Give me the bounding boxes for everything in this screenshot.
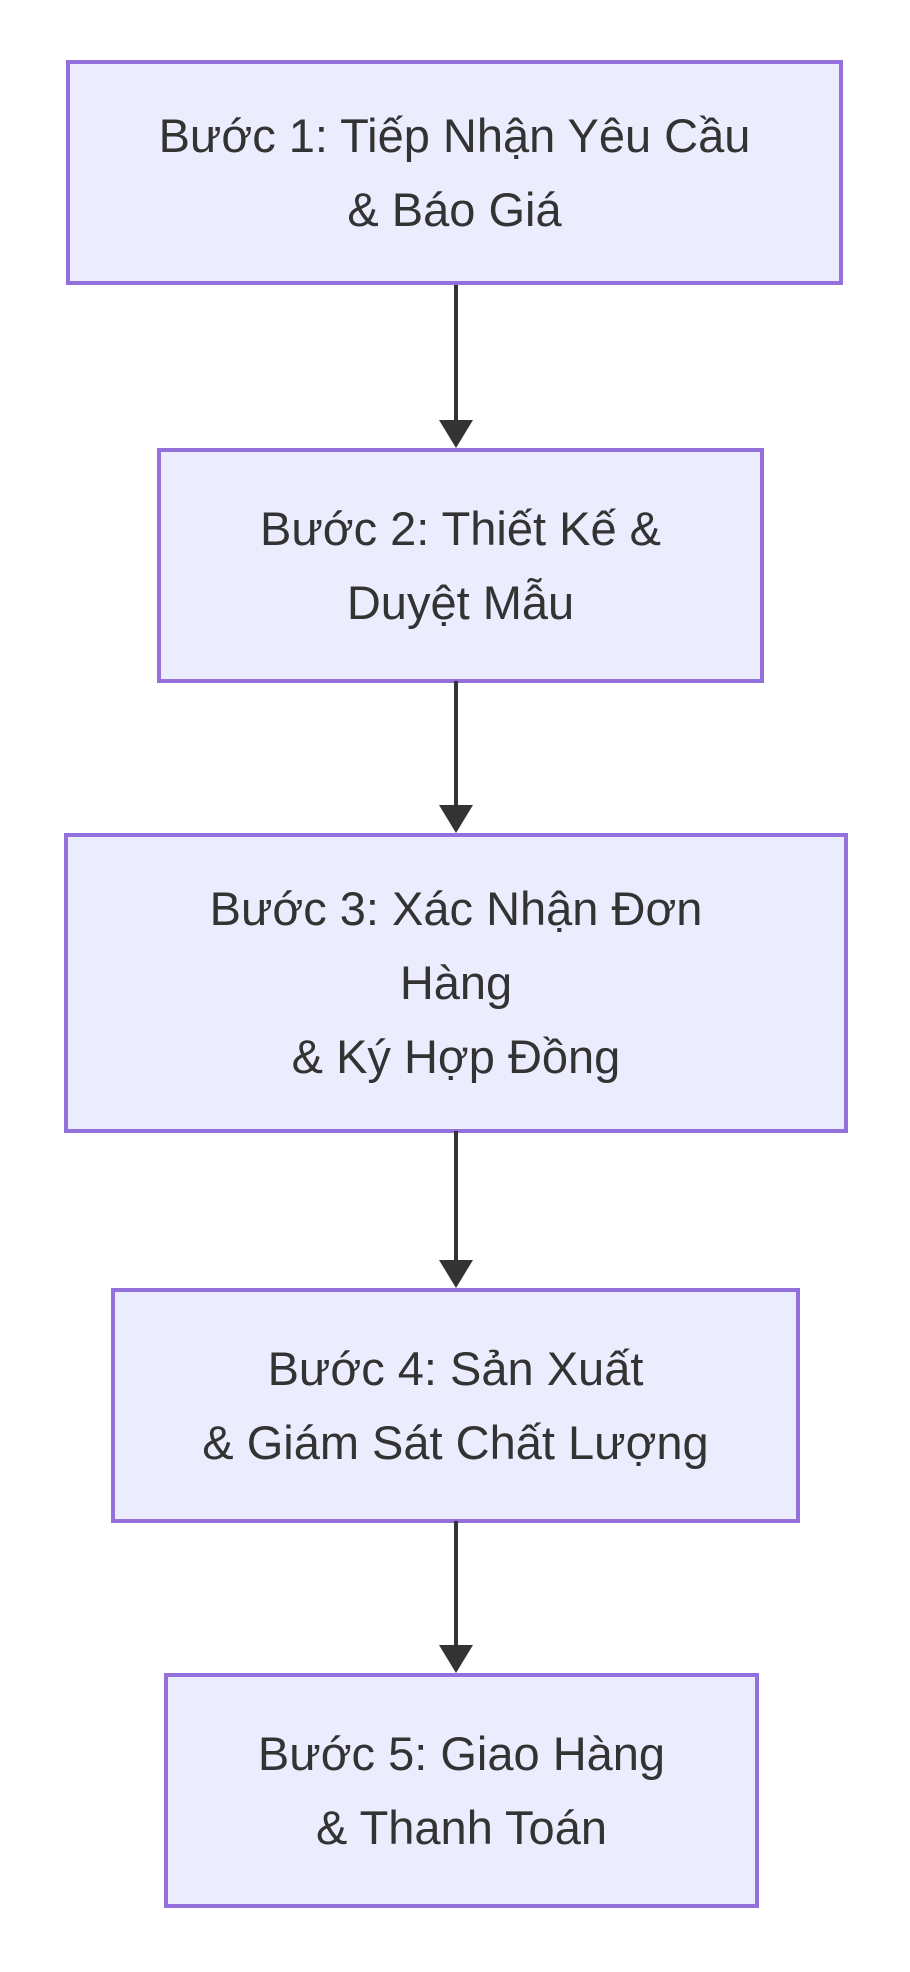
flowchart-node-step-5: Bước 5: Giao Hàng & Thanh Toán bbox=[164, 1673, 759, 1908]
node-text-line: Bước 5: Giao Hàng bbox=[257, 1726, 666, 1780]
arrow-line bbox=[454, 1521, 458, 1645]
flowchart-node-step-3: Bước 3: Xác Nhận Đơn Hàng & Ký Hợp Đồng bbox=[64, 833, 848, 1133]
node-text-line: Bước 1: Tiếp Nhận Yêu Cầu bbox=[158, 108, 751, 162]
arrow-line bbox=[454, 285, 458, 420]
node-text-line: Duyệt Mẫu bbox=[346, 575, 575, 629]
node-text-line: & Báo Giá bbox=[347, 182, 562, 236]
node-text-line: & Giám Sát Chất Lượng bbox=[202, 1415, 709, 1469]
node-text-line: Bước 2: Thiết Kế & bbox=[259, 501, 662, 555]
arrow-step1-to-step2 bbox=[437, 285, 475, 448]
node-text-line: & Ký Hợp Đồng bbox=[291, 1030, 621, 1083]
node-text-line: & Thanh Toán bbox=[316, 1800, 607, 1854]
arrowhead-down-icon bbox=[439, 1260, 473, 1288]
arrow-step3-to-step4 bbox=[437, 1131, 475, 1288]
arrow-line bbox=[454, 1131, 458, 1260]
arrowhead-down-icon bbox=[439, 420, 473, 448]
flowchart-node-step-4: Bước 4: Sản Xuất & Giám Sát Chất Lượng bbox=[111, 1288, 800, 1523]
arrow-line bbox=[454, 681, 458, 805]
node-text-line: Hàng bbox=[399, 956, 513, 1009]
arrowhead-down-icon bbox=[439, 805, 473, 833]
flowchart-node-step-2: Bước 2: Thiết Kế & Duyệt Mẫu bbox=[157, 448, 764, 683]
node-text-line: Bước 3: Xác Nhận Đơn bbox=[209, 882, 703, 935]
arrow-step4-to-step5 bbox=[437, 1521, 475, 1673]
arrowhead-down-icon bbox=[439, 1645, 473, 1673]
node-text-line: Bước 4: Sản Xuất bbox=[267, 1341, 644, 1395]
arrow-step2-to-step3 bbox=[437, 681, 475, 833]
flowchart-node-step-1: Bước 1: Tiếp Nhận Yêu Cầu & Báo Giá bbox=[66, 60, 843, 285]
